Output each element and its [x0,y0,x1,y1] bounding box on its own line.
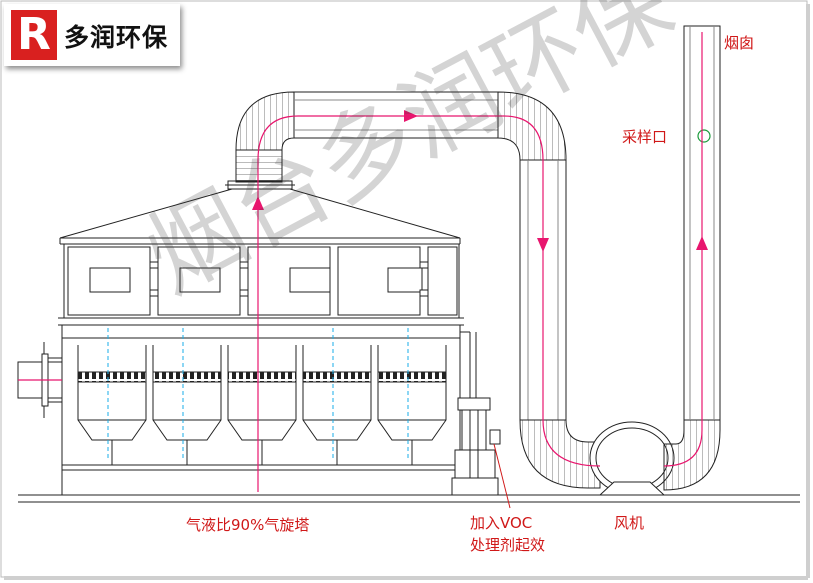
dosing-pump [451,397,501,496]
fan-housing [589,421,675,496]
label-fan: 风机 [614,514,645,532]
fan-outlet-duct [663,419,721,491]
ground-line [18,494,800,503]
flow-arrow-right-duct [404,110,418,122]
logo-mark: R [11,10,57,60]
label-dosing-line2: 处理剂起效 [470,536,546,554]
label-sampling-port: 采样口 [622,128,668,146]
dosing-indicator-line [493,443,511,509]
tower-roof [59,180,461,245]
tower-upper-panels [58,243,464,326]
label-cyclone-tower: 气液比90%气旋塔 [186,516,310,534]
flow-arrows [252,110,708,252]
brand-name: 多润环保 [64,23,169,52]
brand-logo: R 多润环保 [4,4,180,66]
airflow-path [257,32,703,492]
flow-arrow-up-tower [252,196,264,210]
sampling-port-marker [697,129,711,143]
label-chimney: 烟囱 [724,34,755,52]
cyclone-units [77,345,447,465]
flow-arrow-down-duct [537,238,549,252]
label-dosing-line1: 加入VOC [470,514,533,532]
flow-arrow-up-chimney [696,236,708,250]
